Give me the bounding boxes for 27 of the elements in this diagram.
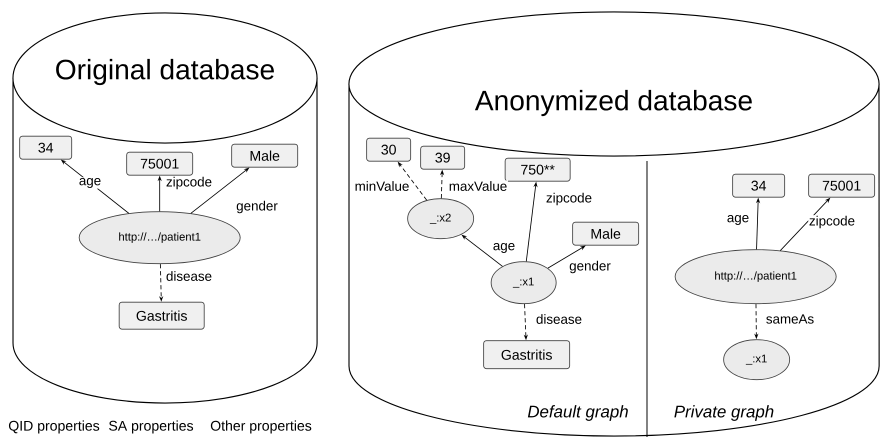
- edge-label: age: [726, 214, 750, 226]
- edge-label: sameAs: [765, 314, 815, 324]
- value-box: Male: [231, 144, 298, 168]
- value-box: 39: [420, 146, 466, 170]
- edge-label: maxValue: [448, 180, 508, 192]
- graph-label: Default graph: [528, 405, 628, 421]
- value-box: 30: [366, 138, 412, 162]
- graph-label: Private graph: [674, 405, 774, 421]
- edge-label: gender: [568, 260, 612, 274]
- value-box: 34: [19, 136, 72, 160]
- value-box: 34: [732, 174, 786, 198]
- edge-label: zipcode: [165, 176, 213, 190]
- node-label: Anonymized database: [474, 90, 752, 116]
- edge-label: gender: [236, 200, 278, 214]
- legend-text: Other properties: [210, 420, 312, 434]
- legend-text: SA properties: [109, 420, 194, 434]
- value-box: Gastritis: [483, 340, 570, 370]
- edge-label: age: [78, 177, 102, 189]
- value-box: 75001: [126, 152, 194, 176]
- value-box: 75001: [808, 174, 876, 198]
- value-box: Male: [572, 222, 640, 246]
- edge-label: age: [492, 242, 516, 254]
- edge-label: zipcode: [545, 192, 593, 206]
- value-box: Gastritis: [118, 302, 205, 330]
- legend-text: QID properties: [8, 420, 100, 434]
- value-box: 750**: [504, 158, 571, 182]
- edge-label: zipcode: [808, 215, 856, 229]
